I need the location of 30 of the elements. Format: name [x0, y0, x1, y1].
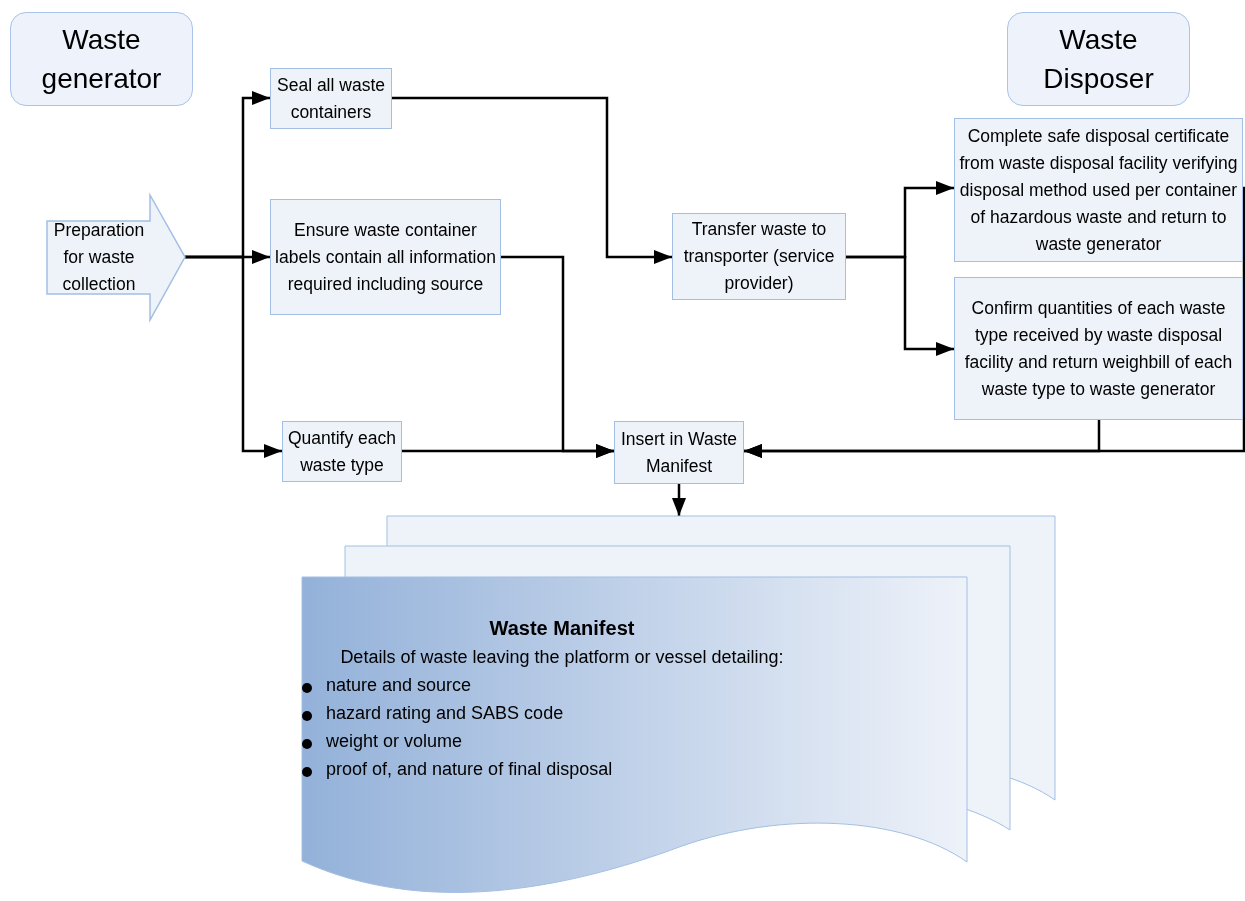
- process-box: [954, 277, 1243, 420]
- connector-arrow: [392, 96, 672, 264]
- swimlane-header: [1007, 12, 1190, 106]
- step-label: Transfer waste to transporter (service provider): [682, 218, 836, 295]
- step-label: Preparation for waste collection: [52, 219, 146, 296]
- connector-arrow: [846, 255, 954, 356]
- block-arrow: [47, 195, 185, 320]
- document-description: Details of waste leaving the platform or vessel detailing:: [339, 646, 785, 669]
- connector-arrow: [672, 484, 686, 516]
- lane-title: Waste Disposer: [1042, 23, 1155, 96]
- connector-arrow: [402, 444, 614, 458]
- connector-arrow: [744, 420, 1101, 458]
- bullet-item: nature and source: [326, 674, 472, 697]
- document-title: Waste Manifest: [488, 616, 636, 640]
- process-box: [270, 199, 501, 315]
- process-box: [614, 421, 744, 484]
- bullet-item: proof of, and nature of final disposal: [326, 758, 613, 781]
- step-label: Quantify each waste type: [287, 426, 397, 477]
- step-label: Insert in Waste Manifest: [619, 427, 739, 478]
- step-label: Confirm quantities of each waste type received by waste disposal facility and return weighbill of each waste type to waste generator: [963, 296, 1234, 401]
- bullet-item: hazard rating and SABS code: [326, 702, 564, 725]
- process-box: [270, 68, 392, 129]
- process-box: [672, 213, 846, 300]
- step-label: Seal all waste containers: [276, 73, 386, 124]
- step-label: Complete safe disposal certificate from waste disposal facility verifying disposal method used per container of hazardous waste and return to waste generator: [958, 124, 1239, 256]
- step-label: Ensure waste container labels contain all information required including source: [274, 218, 497, 296]
- bullet-item: weight or volume: [326, 730, 463, 753]
- lane-title: Waste generator: [40, 23, 163, 96]
- swimlane-header: [10, 12, 193, 106]
- connector-arrow: [185, 255, 282, 458]
